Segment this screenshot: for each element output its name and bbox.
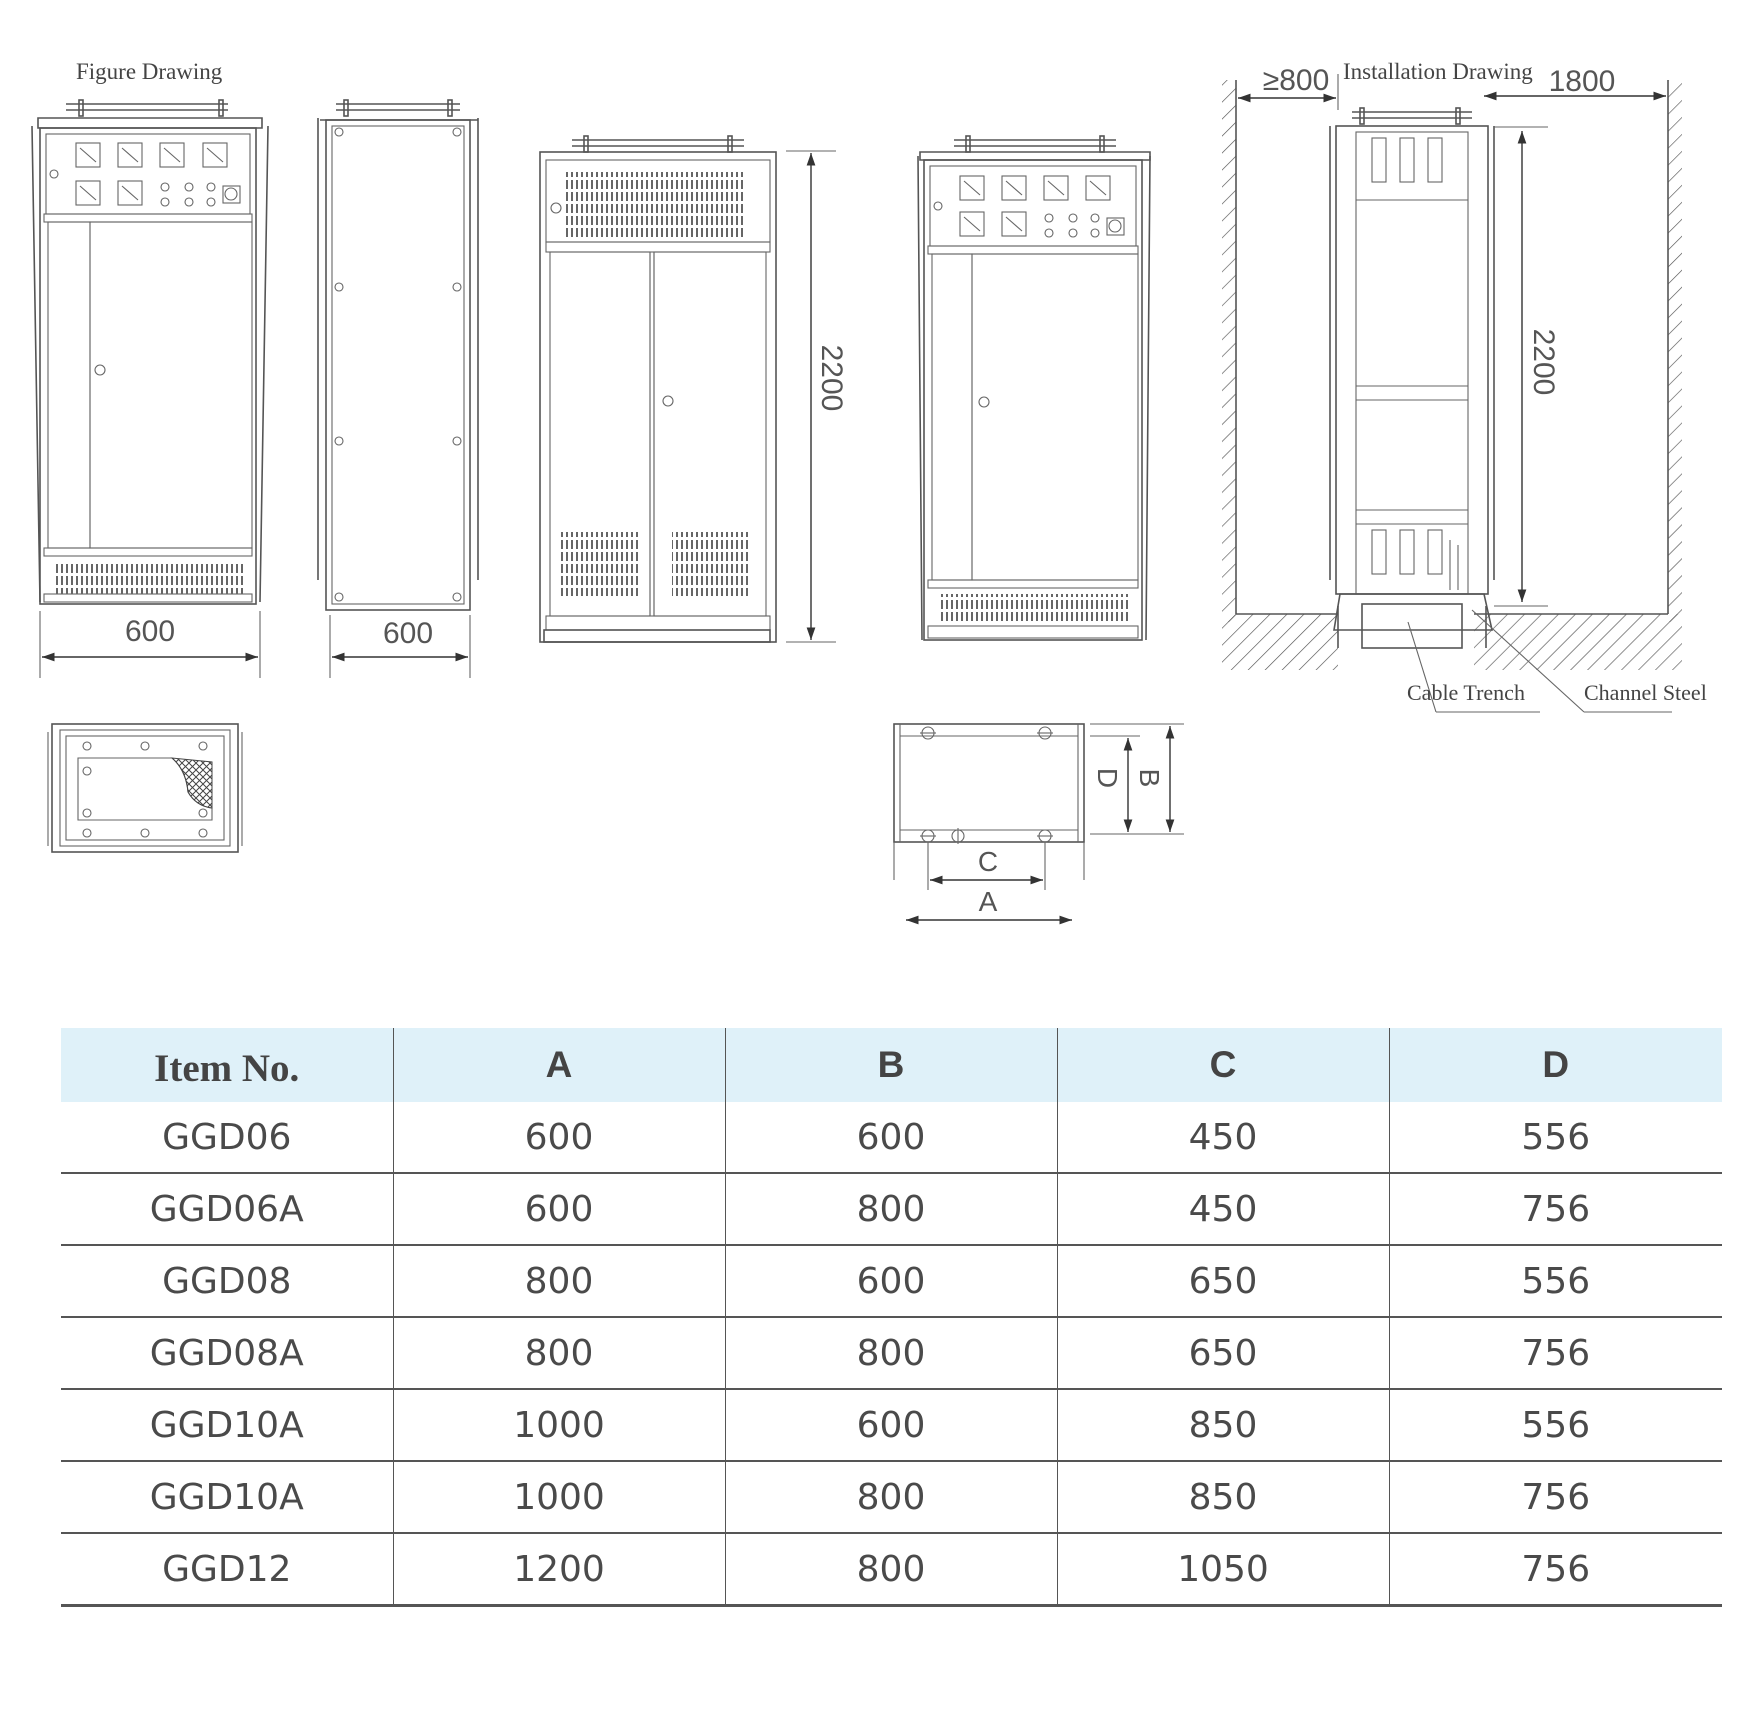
cell-d: 756 [1388,1460,1722,1533]
cabinet-side-view: 600 [317,99,479,678]
cell-c: 850 [1056,1388,1389,1461]
cell-item-no: GGD12 [61,1532,393,1607]
header-b: B [724,1028,1057,1102]
dim-b-label: B [1134,769,1165,788]
table-row: GGD08A 800 800 650 756 [61,1316,1722,1389]
cell-a: 1000 [392,1388,725,1461]
header-a: A [392,1028,725,1102]
table-row: GGD06 600 600 450 556 [61,1102,1722,1173]
technical-drawing: Figure Drawing Installation Drawing [31,59,1707,925]
cell-a: 1000 [392,1460,725,1533]
cell-item-no: GGD06 [162,1116,292,1158]
header-c: C [1056,1028,1389,1102]
cell-d: 556 [1388,1244,1722,1317]
cell-d: 756 [1388,1532,1722,1607]
cell-b: 600 [724,1388,1057,1461]
plan-view [47,723,243,853]
cell-d: 556 [1388,1388,1722,1461]
figure-drawing-title: Figure Drawing [76,59,223,84]
cell-b: 600 [724,1244,1057,1317]
cell-item-no: GGD06A [61,1172,393,1245]
header-d: D [1388,1028,1722,1102]
front-width-label: 600 [125,615,175,648]
dimension-table: Item No. A B C D GGD06 600 600 450 556 G… [61,1028,1722,1607]
table-row: GGD10A 1000 800 850 756 [61,1460,1722,1533]
cell-c: 1050 [1056,1532,1389,1607]
installation-view: ≥800 1800 2200 Cable Trench Channel Stee… [1222,64,1707,713]
table-row: GGD06A 600 800 450 756 [61,1172,1722,1245]
cell-a: 800 [392,1244,725,1317]
cell-a: 1200 [392,1532,725,1607]
cell-d: 556 [1388,1102,1722,1173]
install-height-label: 2200 [1527,329,1560,396]
cell-d: 756 [1388,1172,1722,1245]
cabinet-height-label: 2200 [815,345,848,412]
cabinet-instrument-view [917,135,1151,641]
channel-steel-label: Channel Steel [1584,680,1707,705]
cell-b: 800 [724,1172,1057,1245]
table-header-row: Item No. A B C D [61,1028,1722,1102]
dim-c-label: C [978,846,998,877]
cell-d: 756 [1388,1316,1722,1389]
table-row: GGD12 1200 800 1050 756 [61,1532,1722,1607]
panel-meters [49,142,241,207]
front-clearance-label: ≥800 [1263,64,1330,97]
table-row: GGD10A 1000 600 850 556 [61,1388,1722,1461]
cell-a: 800 [392,1316,725,1389]
cabinet-double-door: 2200 [539,135,848,643]
cell-c: 850 [1056,1460,1389,1533]
table-row: GGD08 800 600 650 556 [61,1244,1722,1317]
drawing-area: Figure Drawing Installation Drawing [31,59,1707,925]
dim-d-label: D [1092,768,1123,788]
cell-item-no: GGD10A [61,1460,393,1533]
cell-c: 450 [1056,1172,1389,1245]
cell-a: 600 [392,1172,725,1245]
side-width-label: 600 [383,617,433,650]
dim-a-label: A [979,886,998,917]
cell-c: 650 [1056,1316,1389,1389]
cell-b: 800 [724,1316,1057,1389]
cell-c: 650 [1056,1244,1389,1317]
cell-c: 450 [1056,1102,1389,1173]
cell-b: 600 [724,1102,1057,1173]
cell-b: 800 [724,1532,1057,1607]
installation-drawing-title: Installation Drawing [1343,59,1533,84]
cell-b: 800 [724,1460,1057,1533]
cell-item-no: GGD08A [61,1316,393,1389]
cable-trench-label: Cable Trench [1407,680,1525,705]
rear-clearance-label: 1800 [1549,65,1616,98]
cell-a: 600 [392,1102,725,1173]
cell-item-no: GGD08 [61,1244,393,1317]
base-view: C A D B [893,723,1184,925]
header-item-no: Item No. [61,1028,393,1102]
cabinet-front-view: 600 [31,99,269,678]
cell-item-no: GGD10A [61,1388,393,1461]
